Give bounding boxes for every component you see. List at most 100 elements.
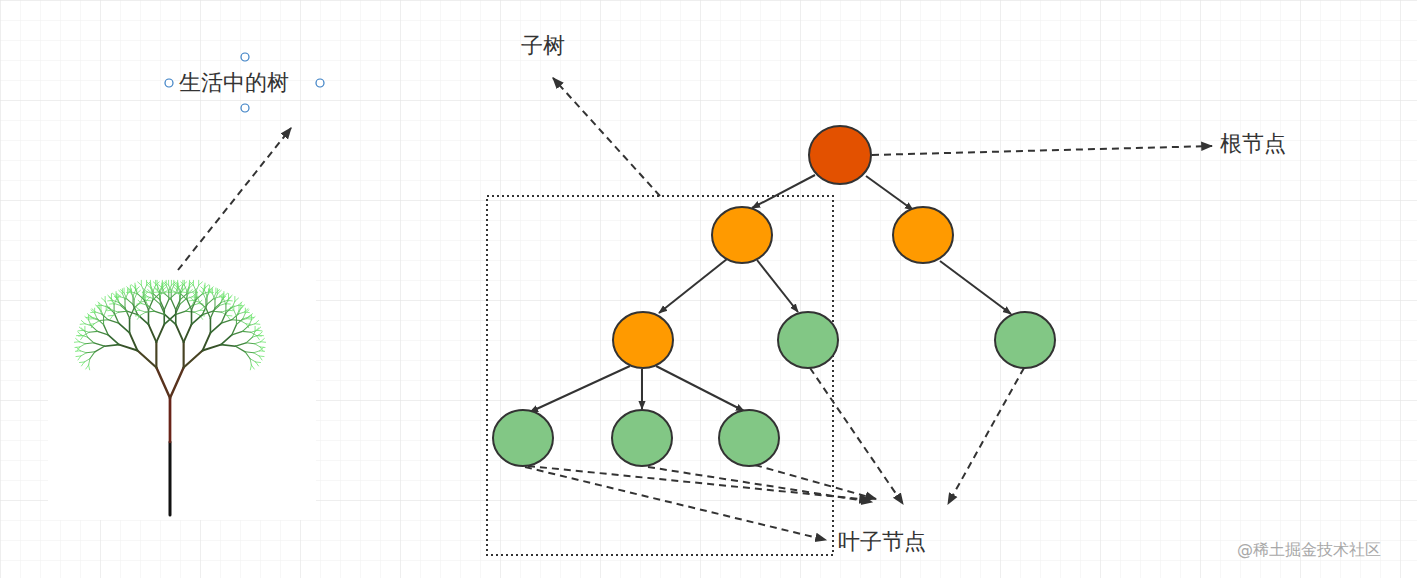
branch-stroke — [226, 299, 229, 305]
branch-stroke — [136, 287, 140, 290]
branch-stroke — [165, 294, 171, 300]
branch-stroke — [257, 330, 262, 332]
branch-stroke — [153, 282, 157, 285]
branch-stroke — [148, 290, 152, 293]
branch-stroke — [212, 294, 215, 300]
branch-stroke — [151, 288, 154, 294]
branch-stroke — [164, 315, 175, 325]
branch-stroke — [259, 335, 264, 337]
branch-stroke — [83, 330, 89, 332]
branch-stroke — [206, 294, 209, 300]
branch-stroke — [246, 342, 254, 344]
branch-stroke — [255, 328, 259, 331]
branch-stroke — [95, 313, 98, 319]
branch-stroke — [236, 316, 237, 324]
svg-ellipse — [809, 126, 871, 184]
branch-stroke — [245, 310, 249, 313]
branch-stroke — [114, 304, 115, 312]
branch-stroke — [169, 442, 172, 515]
branch-stroke — [207, 299, 213, 305]
branch-stroke — [204, 290, 207, 296]
svg-ellipse — [719, 410, 779, 466]
branch-stroke — [215, 294, 218, 300]
svg-line — [872, 146, 1212, 155]
svg-line — [641, 369, 643, 409]
picture-ground — [48, 268, 316, 520]
branch-stroke — [150, 283, 151, 288]
branch-stroke — [157, 285, 158, 290]
branch-stroke — [133, 304, 138, 314]
branch-stroke — [232, 305, 238, 307]
svg-line — [940, 261, 1011, 314]
svg-line — [866, 176, 913, 210]
branch-stroke — [203, 345, 221, 351]
branch-stroke — [81, 353, 87, 356]
branch-stroke — [89, 331, 97, 333]
branch-stroke — [232, 331, 243, 334]
svg-circle — [241, 53, 249, 61]
branch-stroke — [238, 302, 242, 305]
branch-stroke — [78, 332, 82, 335]
leader-lines — [525, 146, 1212, 540]
branch-stroke — [109, 307, 113, 310]
branch-stroke — [99, 308, 102, 314]
branch-stroke — [243, 326, 249, 332]
branch-stroke — [111, 300, 115, 303]
branch-stroke — [205, 300, 206, 308]
branch-stroke — [85, 342, 93, 344]
branch-stroke — [79, 342, 85, 344]
branch-stroke — [138, 282, 142, 285]
branch-stroke — [243, 317, 249, 319]
branch-stroke — [160, 296, 161, 304]
branch-stroke — [259, 356, 262, 360]
branch-stroke — [100, 319, 108, 321]
branch-stroke — [137, 351, 156, 368]
branch-stroke — [236, 319, 242, 325]
branch-stroke — [190, 282, 194, 285]
branch-stroke — [88, 337, 94, 343]
branch-stroke — [209, 290, 213, 293]
branch-stroke — [255, 323, 260, 325]
branch-stroke — [113, 312, 119, 315]
svg-line — [659, 259, 727, 313]
branch-stroke — [259, 332, 263, 335]
branch-stroke — [201, 287, 205, 290]
branch-stroke — [196, 292, 197, 297]
branch-stroke — [131, 285, 135, 288]
svg-ellipse — [778, 312, 838, 368]
branch-stroke — [255, 342, 261, 344]
branch-stroke — [165, 282, 169, 285]
branch-stroke — [238, 312, 244, 314]
branch-stroke — [174, 285, 178, 288]
svg-line — [757, 260, 798, 312]
branch-stroke — [121, 306, 127, 312]
branch-stroke — [255, 344, 261, 347]
svg-ellipse — [612, 410, 672, 466]
branch-stroke — [200, 290, 204, 293]
branch-stroke — [132, 296, 133, 304]
branch-stroke — [175, 310, 177, 325]
branch-stroke — [162, 283, 163, 288]
branch-stroke — [163, 287, 167, 290]
branch-stroke — [230, 307, 234, 310]
branch-stroke — [146, 311, 154, 313]
branch-stroke — [197, 296, 200, 302]
branch-stroke — [92, 309, 96, 312]
branch-stroke — [194, 312, 200, 315]
branch-stroke — [215, 302, 221, 308]
watermark: @稀土掘金技术社区 — [1237, 540, 1381, 559]
branch-stroke — [138, 294, 144, 300]
branch-stroke — [194, 310, 200, 312]
branch-stroke — [89, 323, 94, 325]
branch-stroke — [138, 300, 142, 303]
branch-stroke — [256, 336, 259, 340]
branch-stroke — [156, 324, 164, 342]
subtree-label: 子树 — [521, 33, 565, 59]
branch-stroke — [148, 324, 156, 342]
branch-stroke — [98, 302, 102, 305]
branch-stroke — [255, 320, 259, 323]
branch-stroke — [76, 338, 80, 341]
branch-stroke — [117, 294, 121, 297]
branch-stroke — [95, 346, 105, 352]
